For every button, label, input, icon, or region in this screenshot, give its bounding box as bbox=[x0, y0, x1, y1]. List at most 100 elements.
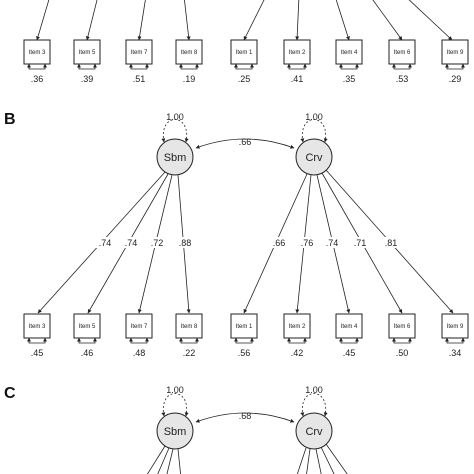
loading-line bbox=[296, 447, 307, 474]
residual-value: .29 bbox=[449, 74, 462, 84]
panel-a-item-4: Item 4 .35 bbox=[335, 39, 363, 84]
item-label: Item 9 bbox=[447, 50, 464, 56]
covariance-arc bbox=[195, 412, 295, 423]
correlation-value: .66 bbox=[239, 137, 252, 147]
covariance-arc bbox=[195, 138, 295, 149]
variance-value-crv: 1.00 bbox=[305, 385, 323, 395]
residual-loop bbox=[129, 63, 149, 70]
panel-b: B 1.00 1.00 .66 Sbm Crv .74 .74 .72 .88 bbox=[4, 111, 469, 358]
loading-line bbox=[177, 448, 181, 474]
loading-label-item5: .74 bbox=[125, 238, 138, 248]
residual-value: .34 bbox=[449, 348, 462, 358]
residual-value: .22 bbox=[183, 348, 196, 358]
loading-line bbox=[157, 447, 170, 474]
latent-label-crv: Crv bbox=[305, 152, 323, 164]
residual-loop bbox=[287, 337, 307, 344]
residual-loop bbox=[27, 63, 47, 70]
panel-a: Item 3 .36 Item 5 .39 Item 7 .51 Item 8 … bbox=[23, 0, 469, 84]
loading-line bbox=[147, 445, 166, 474]
residual-loop bbox=[27, 337, 47, 344]
panel-a-arrow-item9 bbox=[408, 0, 453, 41]
panel-a-arrow-item4 bbox=[335, 0, 350, 41]
variance-loop-sbm bbox=[161, 119, 189, 143]
panel-letter-c: C bbox=[4, 385, 16, 402]
panel-b-item-1: Item 1 .56 bbox=[230, 313, 258, 358]
item-label: Item 1 bbox=[236, 324, 253, 330]
panel-b-item-6: Item 6 .50 bbox=[388, 313, 416, 358]
item-label: Item 8 bbox=[181, 50, 198, 56]
variance-loop-crv bbox=[300, 393, 328, 417]
residual-value: .35 bbox=[343, 74, 356, 84]
item-label: Item 1 bbox=[236, 50, 253, 56]
residual-value: .46 bbox=[81, 348, 94, 358]
panel-a-item-5: Item 5 .39 bbox=[73, 39, 101, 84]
item-label: Item 5 bbox=[79, 324, 96, 330]
loading-line bbox=[166, 448, 174, 474]
item-label: Item 6 bbox=[394, 50, 411, 56]
item-label: Item 9 bbox=[447, 324, 464, 330]
residual-loop bbox=[339, 63, 359, 70]
panel-a-item-6: Item 6 .53 bbox=[388, 39, 416, 84]
panel-b-item-2: Item 2 .42 bbox=[283, 313, 311, 358]
panel-a-item-2: Item 2 .41 bbox=[283, 39, 311, 84]
loading-label-item7: .72 bbox=[151, 238, 164, 248]
loading-label-item2: .76 bbox=[301, 238, 314, 248]
item-label: Item 6 bbox=[394, 324, 411, 330]
loading-label-item6: .71 bbox=[354, 238, 367, 248]
latent-label-sbm: Sbm bbox=[164, 152, 187, 164]
latent-factor-crv bbox=[295, 138, 333, 176]
residual-loop bbox=[392, 63, 412, 70]
panel-a-arrow-item6 bbox=[372, 0, 403, 41]
correlation-value: .68 bbox=[239, 411, 252, 421]
panel-b-item-8: Item 8 .22 bbox=[175, 313, 203, 358]
variance-value-sbm: 1.00 bbox=[166, 385, 184, 395]
item-label: Item 4 bbox=[341, 50, 358, 56]
loading-label-item9: .81 bbox=[385, 238, 398, 248]
variance-value-crv: 1.00 bbox=[305, 112, 323, 122]
loading-line bbox=[325, 443, 348, 474]
loading-label-item4: .74 bbox=[326, 238, 339, 248]
panel-a-item-9: Item 9 .29 bbox=[441, 39, 469, 84]
item-label: Item 8 bbox=[181, 324, 198, 330]
residual-value: .56 bbox=[238, 348, 251, 358]
loading-label-item1: .66 bbox=[273, 238, 286, 248]
residual-loop bbox=[287, 63, 307, 70]
residual-loop bbox=[179, 337, 199, 344]
loading-line bbox=[320, 446, 335, 474]
panel-a-arrow-item3 bbox=[36, 0, 50, 41]
residual-loop bbox=[339, 337, 359, 344]
item-label: Item 5 bbox=[79, 50, 96, 56]
item-label: Item 2 bbox=[289, 324, 306, 330]
residual-loop bbox=[77, 63, 97, 70]
latent-factor-crv bbox=[295, 412, 333, 450]
residual-value: .39 bbox=[81, 74, 94, 84]
residual-loop bbox=[234, 337, 254, 344]
panel-a-item-7: Item 7 .51 bbox=[125, 39, 153, 84]
panel-letter-b: B bbox=[4, 111, 16, 128]
residual-loop bbox=[179, 63, 199, 70]
panel-b-item-3: Item 3 .45 bbox=[23, 313, 51, 358]
latent-label-crv: Crv bbox=[305, 426, 323, 438]
variance-loop-crv bbox=[300, 119, 328, 143]
residual-value: .53 bbox=[396, 74, 409, 84]
item-label: Item 7 bbox=[131, 324, 148, 330]
residual-value: .42 bbox=[291, 348, 304, 358]
residual-loop bbox=[129, 337, 149, 344]
panel-a-arrow-item2 bbox=[295, 0, 300, 41]
loading-line bbox=[315, 448, 322, 474]
residual-value: .45 bbox=[31, 348, 44, 358]
item-label: Item 2 bbox=[289, 50, 306, 56]
residual-value: .25 bbox=[238, 74, 251, 84]
panel-a-arrow-item7 bbox=[137, 0, 146, 41]
residual-value: .50 bbox=[396, 348, 409, 358]
panel-b-item-9: Item 9 .34 bbox=[441, 313, 469, 358]
panel-c: C 1.00 1.00 .68 Sbm Crv bbox=[4, 385, 348, 474]
latent-label-sbm: Sbm bbox=[164, 426, 187, 438]
residual-loop bbox=[445, 63, 465, 70]
panel-a-item-1: Item 1 .25 bbox=[230, 39, 258, 84]
panel-a-item-3: Item 3 .36 bbox=[23, 39, 51, 84]
residual-value: .36 bbox=[31, 74, 44, 84]
residual-value: .51 bbox=[133, 74, 146, 84]
loading-label-item3: .74 bbox=[99, 238, 112, 248]
